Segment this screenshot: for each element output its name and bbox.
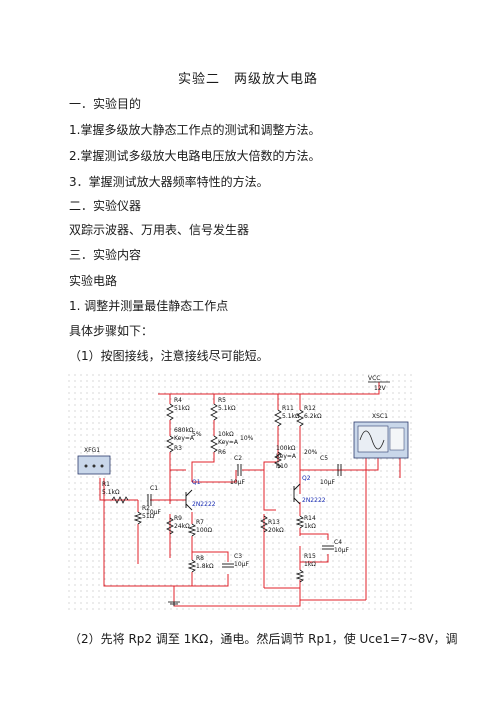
svg-text:100Ω: 100Ω — [196, 527, 212, 534]
page-title: 实验二 两级放大电路 — [177, 72, 318, 87]
svg-text:1kΩ: 1kΩ — [304, 523, 316, 530]
svg-text:Q1: Q1 — [192, 479, 201, 486]
svg-text:5.1kΩ: 5.1kΩ — [218, 405, 236, 412]
svg-text:24kΩ: 24kΩ — [174, 523, 190, 530]
component-labels: R4 51kΩ R5 5.1kΩ 680kΩ Key=A R3 5% 10kΩ … — [102, 397, 349, 570]
svg-text:Key=A: Key=A — [218, 439, 239, 446]
svg-text:R12: R12 — [304, 405, 316, 412]
svg-text:10μF: 10μF — [334, 547, 349, 554]
svg-text:R3: R3 — [174, 445, 182, 452]
svg-text:10kΩ: 10kΩ — [218, 431, 234, 438]
svg-text:R5: R5 — [218, 397, 226, 404]
step-item: （1）按图接线，注意接线尽可能短。 — [69, 349, 269, 363]
svg-text:2N2222: 2N2222 — [302, 497, 326, 504]
svg-text:10μF: 10μF — [320, 479, 335, 486]
step-item: （2）先将 Rp2 调至 1KΩ，通电。然后调节 Rp1，使 Uce1=7~8V… — [69, 632, 458, 646]
svg-text:Key=A: Key=A — [174, 435, 195, 442]
svg-text:R8: R8 — [196, 555, 204, 562]
svg-text:XFG1: XFG1 — [84, 447, 100, 454]
step-heading: 1. 调整并测量最佳静态工作点 — [69, 299, 229, 313]
svg-text:Q2: Q2 — [302, 475, 311, 482]
svg-text:R2: R2 — [142, 505, 150, 512]
svg-text:R14: R14 — [304, 515, 316, 522]
svg-text:10%: 10% — [240, 435, 254, 442]
svg-text:680kΩ: 680kΩ — [174, 427, 194, 434]
svg-text:R15: R15 — [304, 553, 316, 560]
objective-item: 2.掌握测试多级放大电路电压放大倍数的方法。 — [69, 149, 321, 163]
svg-text:51Ω: 51Ω — [142, 513, 155, 520]
svg-text:2N2222: 2N2222 — [192, 501, 216, 508]
transistors — [185, 483, 301, 511]
instruments-text: 双踪示波器、万用表、信号发生器 — [69, 223, 250, 237]
svg-text:R13: R13 — [268, 519, 280, 526]
objective-item: 1.掌握多级放大静态工作点的测试和调整方法。 — [69, 123, 321, 137]
svg-text:20%: 20% — [304, 449, 318, 456]
svg-text:C1: C1 — [150, 485, 158, 492]
svg-text:5.1kΩ: 5.1kΩ — [282, 413, 300, 420]
svg-text:C4: C4 — [334, 539, 342, 546]
resistors — [111, 403, 305, 583]
circuit-schematic: VCC 12V XFG1 XSC1 — [68, 374, 412, 610]
svg-text:R9: R9 — [174, 515, 182, 522]
capacitors — [147, 464, 342, 568]
oscilloscope-xsc1: XSC1 — [353, 413, 409, 459]
steps-intro: 具体步骤如下： — [69, 324, 154, 338]
svg-text:Key=A: Key=A — [276, 453, 297, 460]
section-heading-objectives: 一．实验目的 — [69, 97, 142, 111]
svg-text:R7: R7 — [196, 519, 204, 526]
objective-item: 3．掌握测试放大器频率特性的方法。 — [69, 175, 269, 189]
function-generator-xfg1: XFG1 — [77, 447, 111, 475]
svg-text:12V: 12V — [374, 385, 387, 392]
svg-text:R4: R4 — [174, 397, 182, 404]
subheading-circuit: 实验电路 — [69, 274, 118, 288]
svg-text:C5: C5 — [320, 455, 328, 462]
vcc-symbol: VCC 12V — [368, 375, 390, 392]
svg-text:R6: R6 — [218, 449, 226, 456]
svg-text:R1: R1 — [102, 481, 110, 488]
svg-text:XSC1: XSC1 — [372, 413, 388, 420]
svg-text:6.2kΩ: 6.2kΩ — [304, 413, 322, 420]
svg-text:1.8kΩ: 1.8kΩ — [196, 563, 214, 570]
svg-text:C3: C3 — [234, 553, 242, 560]
svg-text:10μF: 10μF — [234, 561, 249, 568]
svg-text:5%: 5% — [192, 431, 202, 438]
svg-text:10μF: 10μF — [230, 479, 245, 486]
svg-text:R10: R10 — [276, 463, 288, 470]
svg-text:R11: R11 — [282, 405, 294, 412]
section-heading-content: 三．实验内容 — [69, 248, 142, 262]
svg-text:100kΩ: 100kΩ — [276, 445, 296, 452]
wires — [99, 382, 401, 607]
svg-text:1kΩ: 1kΩ — [304, 561, 316, 568]
svg-text:5.1kΩ: 5.1kΩ — [102, 489, 120, 496]
section-heading-instruments: 二．实验仪器 — [69, 199, 142, 213]
svg-text:C2: C2 — [234, 455, 242, 462]
ground-symbol — [168, 601, 180, 606]
svg-text:10μF: 10μF — [146, 509, 161, 516]
svg-text:51kΩ: 51kΩ — [174, 405, 190, 412]
svg-text:20kΩ: 20kΩ — [268, 527, 284, 534]
grid-background — [68, 374, 412, 610]
svg-text:VCC: VCC — [368, 375, 380, 382]
